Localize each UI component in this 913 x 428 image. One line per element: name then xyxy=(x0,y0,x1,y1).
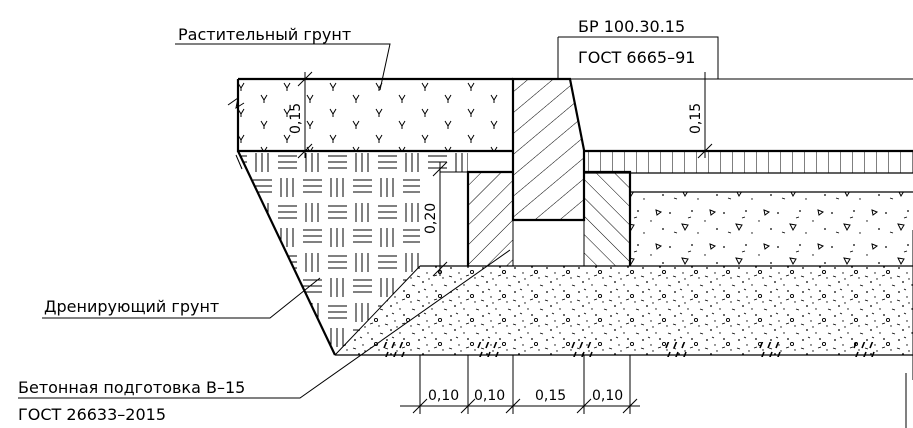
dim-bottom-4: 0,10 xyxy=(592,388,623,404)
leader-lines xyxy=(18,36,719,399)
label-concrete-prep: Бетонная подготовка В–15 xyxy=(18,378,245,397)
label-concrete-standard: ГОСТ 26633–2015 xyxy=(18,405,166,424)
mortar-fill-left xyxy=(468,172,513,266)
dim-fill-height: 0,20 xyxy=(423,203,439,234)
dim-bottom-1: 0,10 xyxy=(428,388,459,404)
plant-soil-area xyxy=(238,79,513,151)
curb-stone xyxy=(513,79,584,220)
label-drainage-soil: Дренирующий грунт xyxy=(44,297,219,316)
label-curb-name: БР 100.30.15 xyxy=(578,17,685,36)
dimension-lines xyxy=(297,71,907,428)
drainage-soil-area xyxy=(238,151,468,355)
mortar-fill-right xyxy=(584,172,630,266)
label-curb-standard: ГОСТ 6665–91 xyxy=(578,48,695,67)
ground-hatch xyxy=(380,342,913,357)
label-plant-soil: Растительный грунт xyxy=(178,25,351,44)
concrete-preparation xyxy=(335,266,913,355)
dim-plant-soil-thickness: 0,15 xyxy=(288,103,304,134)
dim-bottom-3: 0,15 xyxy=(535,388,566,404)
paving-blocks xyxy=(584,151,913,173)
dim-pavement-thickness: 0,15 xyxy=(688,103,704,134)
aggregate-base xyxy=(630,192,913,266)
dim-bottom-2: 0,10 xyxy=(474,388,505,404)
